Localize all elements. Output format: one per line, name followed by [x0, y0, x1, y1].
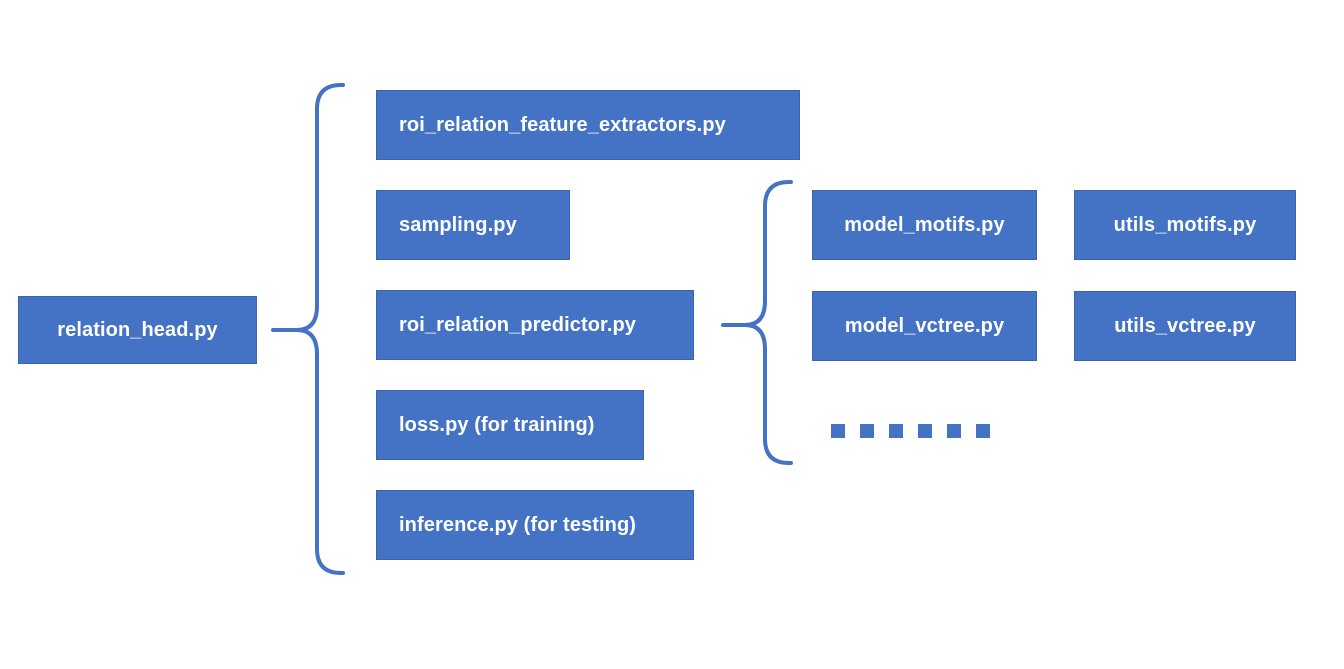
ellipsis-dot [947, 424, 961, 438]
ellipsis-dot [889, 424, 903, 438]
ellipsis-dot [860, 424, 874, 438]
node-relation-head-py[interactable]: relation_head.py [18, 296, 257, 364]
node-utils-vctree-py[interactable]: utils_vctree.py [1074, 291, 1296, 361]
node-inference-py-for-testing[interactable]: inference.py (for testing) [376, 490, 694, 560]
ellipsis-dot [976, 424, 990, 438]
ellipsis-dot [918, 424, 932, 438]
node-model-motifs-py[interactable]: model_motifs.py [812, 190, 1037, 260]
node-roi-relation-predictor-py[interactable]: roi_relation_predictor.py [376, 290, 694, 360]
node-roi-relation-feature-extractors-py[interactable]: roi_relation_feature_extractors.py [376, 90, 800, 160]
node-sampling-py[interactable]: sampling.py [376, 190, 570, 260]
brace-right-connector [721, 180, 793, 465]
node-utils-motifs-py[interactable]: utils_motifs.py [1074, 190, 1296, 260]
ellipsis-dot [831, 424, 845, 438]
more-items-ellipsis [831, 424, 990, 438]
node-loss-py-for-training[interactable]: loss.py (for training) [376, 390, 644, 460]
node-model-vctree-py[interactable]: model_vctree.py [812, 291, 1037, 361]
brace-left-connector [271, 83, 345, 575]
